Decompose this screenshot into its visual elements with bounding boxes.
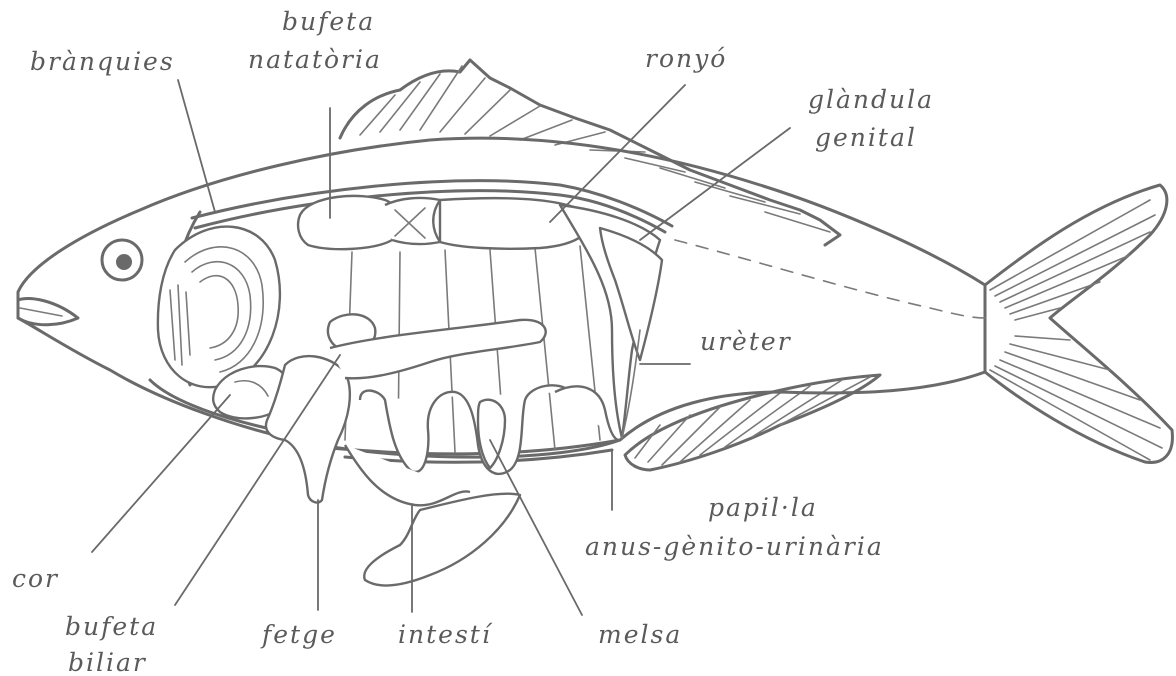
label-branquies: brànquies [30,47,175,76]
label-glandula-genital-line2: genital [815,123,917,152]
tail-fin [985,185,1172,463]
lateral-line [675,240,985,318]
gills [158,227,280,388]
label-bufeta-natatoria-line1: bufeta [282,7,375,36]
label-ureter: urèter [700,327,792,356]
label-fetge: fetge [260,620,337,649]
pupil [116,254,132,270]
label-ronyo: ronyó [645,44,727,73]
label-papilla-line2: anus-gènito-urinària [585,532,884,561]
tail-fin-rays [990,200,1162,460]
label-bufeta-biliar-line1: bufeta [65,612,158,641]
label-cor: cor [12,564,59,593]
label-papilla-line1: papil·la [708,493,818,522]
label-intesti: intestí [398,620,493,649]
anal-fin-rays [635,377,870,465]
swim-bladder [298,196,591,249]
mesentery [364,494,520,586]
label-melsa: melsa [598,620,682,649]
label-bufeta-natatoria-line2: natatòria [248,45,382,74]
anal-fin [625,375,880,470]
label-bufeta-biliar-line2: biliar [68,648,147,676]
label-glandula-genital-line1: glàndula [808,85,934,114]
